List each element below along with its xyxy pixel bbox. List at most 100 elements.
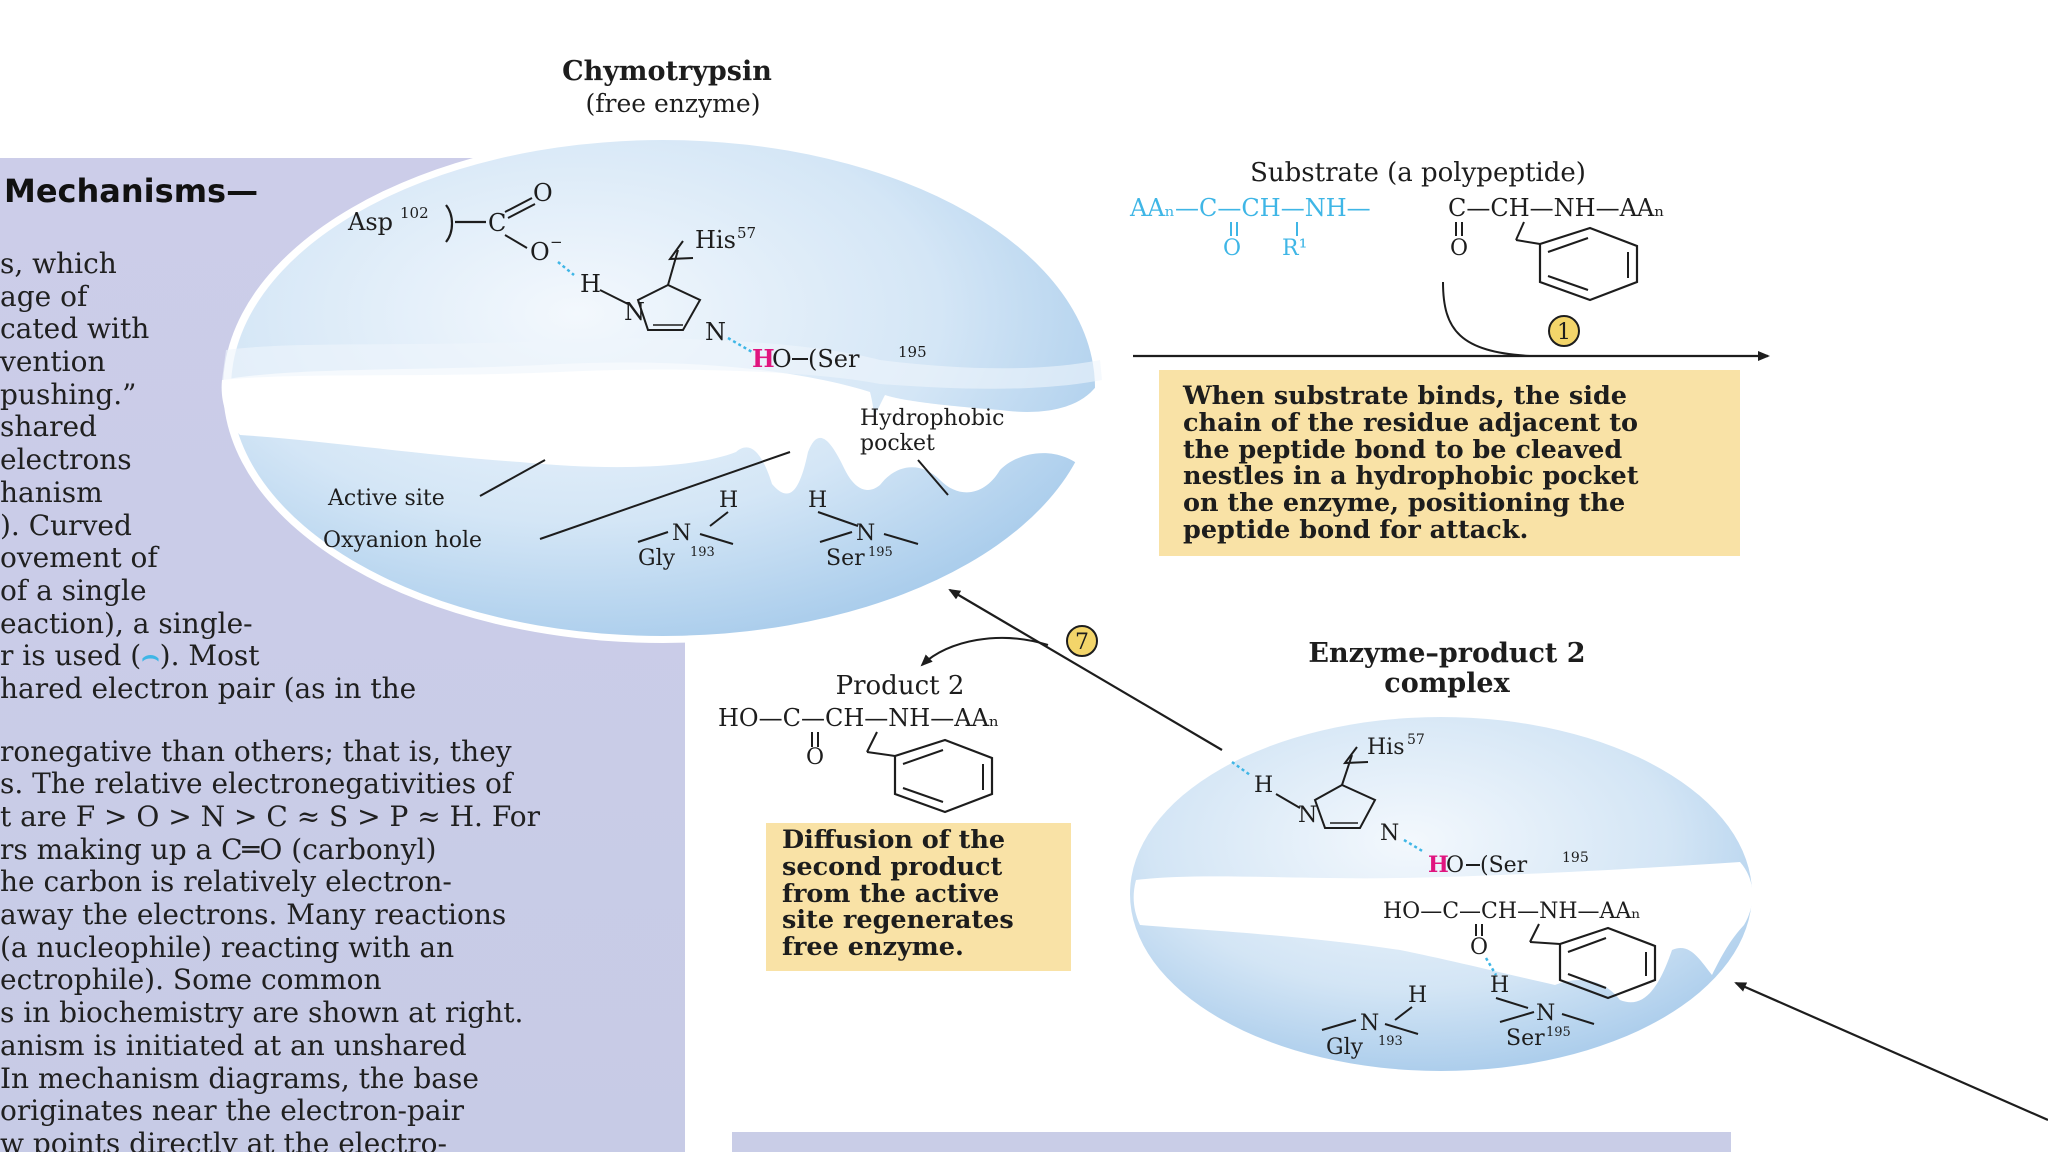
sidebar-text-line: ectrophile). Some common <box>0 964 685 997</box>
single-electron-arrow-icon: ⌢ <box>141 639 160 673</box>
complex-ser2-label: Ser <box>1506 1026 1545 1051</box>
incoming-step-6-arrow <box>1734 981 2048 1122</box>
substrate-chain-cyan: AAₙ—C—CH—NH— <box>1129 194 1371 222</box>
gly-number: 193 <box>690 545 715 560</box>
step-1-note-line: peptide bond for attack. <box>1183 514 1529 545</box>
hydrophobic-label: Hydrophobic <box>860 406 1004 431</box>
sidebar-text-line: ovement of <box>0 541 685 575</box>
sidebar-text-span: age of <box>0 279 88 313</box>
minus-charge: − <box>550 233 563 251</box>
his-n2: N <box>705 318 726 346</box>
sidebar-text-span: away the electrons. Many reactions <box>0 898 507 932</box>
sidebar-text-line: away the electrons. Many reactions <box>0 898 685 932</box>
complex-ser-label: (Ser <box>1480 853 1528 878</box>
step-7-number: 7 <box>1075 630 1089 655</box>
sidebar-text-span: In mechanism diagrams, the base <box>0 1061 479 1095</box>
gly-h: H <box>719 488 738 513</box>
sidebar-text-line: s. The relative electronegativities of <box>0 767 685 801</box>
sidebar-text-span: s, which <box>0 247 117 280</box>
sidebar-text-span: ovement of <box>0 541 158 575</box>
complex-gly-n: N <box>1360 1011 1379 1036</box>
complex-o: O <box>1470 935 1488 960</box>
complex-his57: His 57 N N H <box>1231 732 1425 854</box>
substrate-r1: R¹ <box>1282 236 1307 261</box>
oxyanion-hole-label: Oxyanion hole <box>323 528 482 553</box>
asp-carbonyl-c: C <box>488 209 506 237</box>
step-7-note-line: site regenerates <box>782 905 1014 936</box>
step-7-note-line: free enzyme. <box>782 932 964 963</box>
complex-ser195: H O HO (Ser 195 <box>1428 850 1589 878</box>
his57-residue: His 57 N N <box>599 224 756 354</box>
product-2: Product 2 HO—C—CH—NH—AAₙ O <box>718 671 999 814</box>
free-enzyme-title: Chymotrypsin <box>562 56 772 87</box>
complex-title-line1: Enzyme–product 2 <box>1308 638 1585 669</box>
step-1-note-line: the peptide bond to be cleaved <box>1183 434 1623 465</box>
complex-oh-h: H <box>1490 973 1509 998</box>
sidebar-text-line: ronegative than others; that is, they <box>0 734 685 769</box>
sidebar-text-span: pushing.” <box>0 377 137 411</box>
sidebar-heading: Mechanisms— <box>4 172 259 210</box>
sidebar-text-line: t are F > O > N > C ≈ S > P ≈ H. For <box>0 800 685 834</box>
substrate: Substrate (a polypeptide) AAₙ—C—CH—NH— C… <box>1129 158 1665 302</box>
sidebar-text-line: originates near the electron-pair <box>0 1094 685 1128</box>
substrate-o1: O <box>1223 236 1241 261</box>
sidebar-text-span: shared <box>0 410 97 444</box>
active-site-label: Active site <box>327 486 445 511</box>
ser2-label: Ser <box>826 546 865 571</box>
sidebar-text-line: pushing.” <box>0 377 685 412</box>
step-1-note-line: When substrate binds, the side <box>1183 381 1628 411</box>
step-1-note-line: nestles in a hydrophobic pocket <box>1183 461 1639 492</box>
sidebar-text-span: ). Most <box>159 639 260 673</box>
ser195-nh: H N Ser 195 <box>808 488 919 571</box>
complex-ser-number: 195 <box>1562 850 1589 866</box>
product2-chain: HO—C—CH—NH—AAₙ <box>718 704 999 732</box>
asp-carbonyl-o: O <box>533 179 553 207</box>
gly193-nh: H N Gly 193 <box>637 488 738 571</box>
substrate-o2: O <box>1450 236 1468 261</box>
ser195-residue: H O HO (Ser 195 <box>752 343 927 373</box>
step-7-note-line: from the active <box>782 878 1000 909</box>
step-1-note-line: chain of the residue adjacent to <box>1183 407 1638 438</box>
sidebar-text-span: rs making up a C═O (carbonyl) <box>0 832 437 866</box>
step-1-note-line: on the enzyme, positioning the <box>1183 488 1626 519</box>
sidebar-text-line: s, which <box>0 247 685 281</box>
sidebar-text-line: of a single <box>0 573 685 608</box>
ser-number: 195 <box>898 343 927 361</box>
step-7-arrow: 7 <box>920 588 1223 751</box>
sidebar-text-span: eaction), a single- <box>0 606 253 640</box>
sidebar-text-line: In mechanism diagrams, the base <box>0 1061 685 1096</box>
sidebar-text-line: electrons <box>0 443 685 477</box>
sidebar-text-line: hanism <box>0 476 685 510</box>
sidebar-text-span: s in biochemistry are shown at right. <box>0 996 524 1030</box>
complex-ser195-nh: N Ser 195 <box>1495 997 1595 1051</box>
ser2-h: H <box>808 488 827 513</box>
complex-h: H <box>1254 773 1273 798</box>
sidebar-text-span: vention <box>0 345 106 379</box>
complex-chain: HO—C—CH—NH—AAₙ <box>1383 899 1641 924</box>
sidebar-text-line: w points directly at the electro- <box>0 1127 685 1152</box>
ser-h: H <box>752 344 775 373</box>
complex-ser-o: O <box>1446 853 1464 878</box>
substrate-title: Substrate (a polypeptide) <box>1250 158 1586 188</box>
product2-title: Product 2 <box>836 671 965 701</box>
free-enzyme-globe <box>221 133 1103 643</box>
sidebar-text-span: r is used ( <box>0 639 142 673</box>
sidebar-text-line: s in biochemistry are shown at right. <box>0 996 685 1030</box>
complex-his-n2: N <box>1380 821 1399 846</box>
free-enzyme-subtitle: (free enzyme) <box>586 89 761 118</box>
step-1-arrow: 1 <box>1133 281 1770 361</box>
sidebar-text-span: of a single <box>0 573 147 607</box>
sidebar-text-span: ). Curved <box>0 508 132 542</box>
step-7-note-line: Diffusion of the <box>782 825 1006 855</box>
complex-his-number: 57 <box>1407 732 1425 748</box>
his-h-label: H <box>580 270 601 298</box>
ser-label: (Ser <box>808 345 860 373</box>
bottom-banner <box>732 1132 1731 1152</box>
sidebar-text-line: age of <box>0 279 685 314</box>
ser-o: O <box>772 345 792 373</box>
sidebar-text-span: ronegative than others; that is, they <box>0 734 512 768</box>
complex-ser2-number: 195 <box>1546 1025 1571 1040</box>
gly-label: Gly <box>638 546 676 571</box>
sidebar-text-line: ). Curved <box>0 508 685 543</box>
